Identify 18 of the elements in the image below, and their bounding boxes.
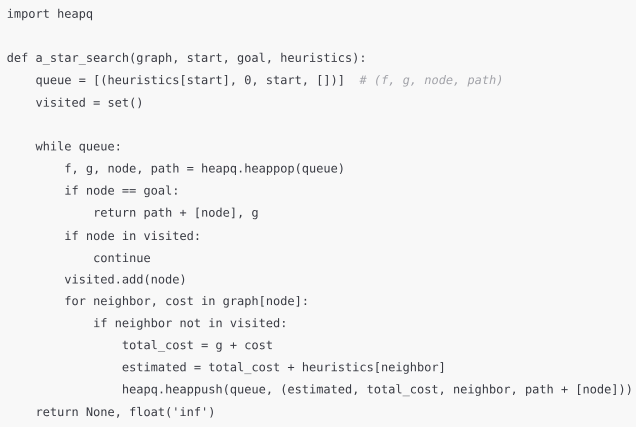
code-comment: # (f, g, node, path) [359,74,502,87]
code-line: if node in visited: [65,230,198,240]
code-line: for neighbor, cost in graph[node]: [65,296,306,308]
code-line: visited.add(node) [64,274,184,286]
code-line: visited = set() [36,98,141,108]
code-line: if node == goal: [65,185,177,198]
code-line: import heapq [8,8,92,20]
code-line: def a_star_search(graph, start, goal, heuristics): [7,52,364,65]
code-line: if neighbor not in visited: [94,318,285,330]
code-line: return path + [node], g [95,208,258,220]
code-line: f, g, node, path = heapq.heappop(queue) [65,163,342,176]
code-line: heapq.heappush(queue, (estimated, total_cost, neighbor, path + [node])) [123,384,630,396]
code-line: total_cost = g + cost [122,340,272,352]
code-line: estimated = total_cost + heuristics[neighbor] [122,362,444,374]
code-line: continue [94,252,150,262]
code-line: while queue: [36,141,119,153]
code-line: return None, float('inf') [38,406,213,418]
code-line: queue = [(heuristics[start], 0, start, [])] [36,75,342,87]
